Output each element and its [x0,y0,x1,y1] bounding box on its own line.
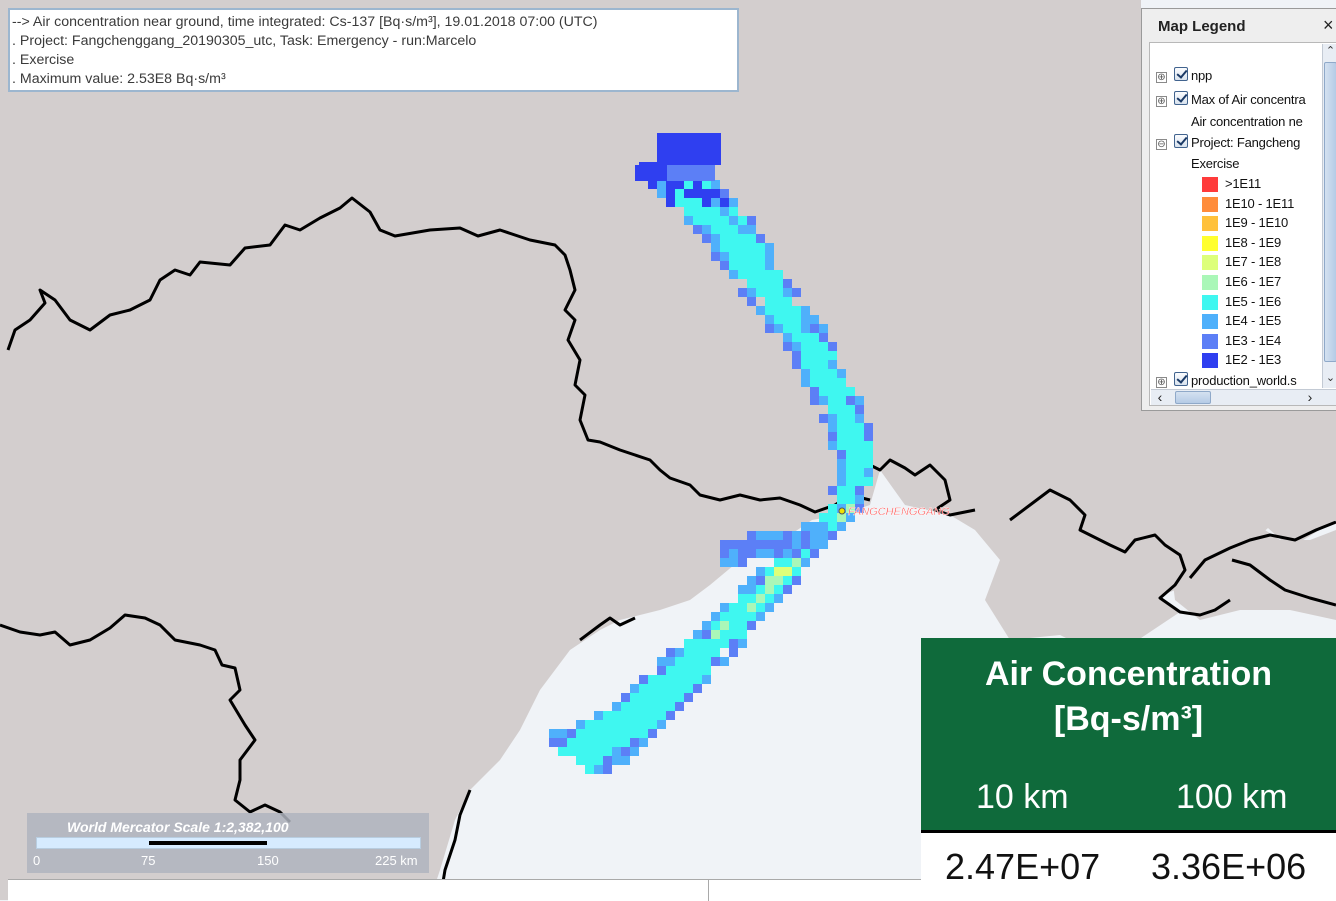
legend-swatch [1202,294,1218,310]
legend-class-label: 1E8 - 1E9 [1225,234,1282,250]
legend-swatch [1202,196,1218,212]
legend-vertical-scrollbar[interactable]: ⌃ ⌄ [1322,44,1336,388]
legend-layer-exercise: Exercise [1191,156,1240,171]
status-divider [708,880,709,901]
legend-class-label: 1E7 - 1E8 [1225,254,1282,270]
legend-class-label: 1E10 - 1E11 [1225,195,1295,211]
project-layer-checkbox[interactable] [1174,134,1188,148]
legend-swatch [1202,353,1218,369]
scale-tick-150: 150 [257,853,279,868]
legend-class-label: >1E11 [1225,176,1261,191]
legend-swatch [1202,333,1218,349]
expand-max-icon[interactable]: ⊕ [1156,96,1167,107]
legend-vscroll-thumb[interactable] [1324,62,1336,362]
legend-layer-project: Project: Fangcheng [1191,135,1301,150]
legend-layer-air-conc: Air concentration ne [1191,114,1303,129]
scale-title: World Mercator Scale 1:2,382,100 [67,819,289,835]
scale-bar-box: World Mercator Scale 1:2,382,100 0 75 15… [27,813,429,873]
expand-world-icon[interactable]: ⊕ [1156,377,1167,388]
legend-tree[interactable]: ⊕ npp ⊕ Max of Air concentra Air concent… [1149,42,1336,406]
legend-layer-max: Max of Air concentra [1191,92,1306,107]
legend-swatch [1202,275,1218,290]
land-east [1170,520,1336,620]
info-line-project: . Project: Fangchenggang_20190305_utc, T… [12,33,477,49]
layer-info-panel: --> Air concentration near ground, time … [8,8,739,92]
legend-swatch [1202,314,1218,330]
air-concentration-card: Air Concentration [Bq-s/m³] 10 km 100 km… [921,638,1336,900]
world-layer-checkbox[interactable] [1174,372,1188,386]
legend-layer-npp: npp [1191,68,1213,83]
col-100km: 100 km [1176,778,1288,816]
legend-swatch [1202,255,1218,271]
scale-bar-segment [149,841,267,845]
scroll-left-icon[interactable]: ‹ [1157,389,1163,405]
scroll-right-icon[interactable]: › [1307,389,1313,405]
dispersion-plume [549,133,873,774]
card-unit: [Bq-s/m³] [1053,700,1204,738]
max-layer-checkbox[interactable] [1174,91,1188,105]
collapse-project-icon[interactable]: ⊖ [1156,139,1167,150]
scale-tick-225: 225 km [375,853,418,868]
card-divider [921,830,1336,833]
legend-swatch [1202,216,1218,232]
legend-title: Map Legend [1158,18,1246,35]
scroll-up-icon[interactable]: ⌃ [1325,45,1336,57]
info-line-exercise: . Exercise [12,52,75,68]
scale-tick-75: 75 [141,853,156,868]
col-10km: 10 km [976,778,1069,816]
legend-class-label: 1E4 - 1E5 [1225,313,1282,329]
legend-class-label: 1E2 - 1E3 [1225,352,1282,368]
npp-site-label: FANGCHENGGANG [848,506,950,518]
scroll-down-icon[interactable]: ⌄ [1325,372,1336,384]
legend-class-label: 1E6 - 1E7 [1225,274,1282,289]
info-line-title: --> Air concentration near ground, time … [12,14,598,30]
legend-hscroll-thumb[interactable] [1175,391,1211,404]
npp-site-marker [838,507,846,515]
legend-class-label: 1E3 - 1E4 [1225,332,1282,348]
scale-tick-0: 0 [33,853,41,868]
legend-horizontal-scrollbar[interactable]: ‹ › [1151,389,1336,405]
legend-layer-world: production_world.s [1191,373,1297,388]
card-title: Air Concentration [984,655,1273,693]
expand-npp-icon[interactable]: ⊕ [1156,72,1167,83]
legend-close-button[interactable]: × [1323,15,1334,35]
card-header: Air Concentration [Bq-s/m³] 10 km 100 km [921,638,1336,830]
npp-layer-checkbox[interactable] [1174,67,1188,81]
info-line-maximum: . Maximum value: 2.53E8 Bq·s/m³ [12,71,226,87]
map-legend-window[interactable]: Map Legend × ⊕ npp ⊕ Max of Air concentr… [1141,8,1336,411]
value-10km: 2.47E+07 [945,846,1101,887]
value-100km: 3.36E+06 [1151,846,1307,887]
legend-swatch [1202,235,1218,251]
legend-class-label: 1E9 - 1E10 [1225,215,1289,231]
legend-class-label: 1E5 - 1E6 [1225,293,1282,309]
legend-swatch [1202,177,1218,192]
